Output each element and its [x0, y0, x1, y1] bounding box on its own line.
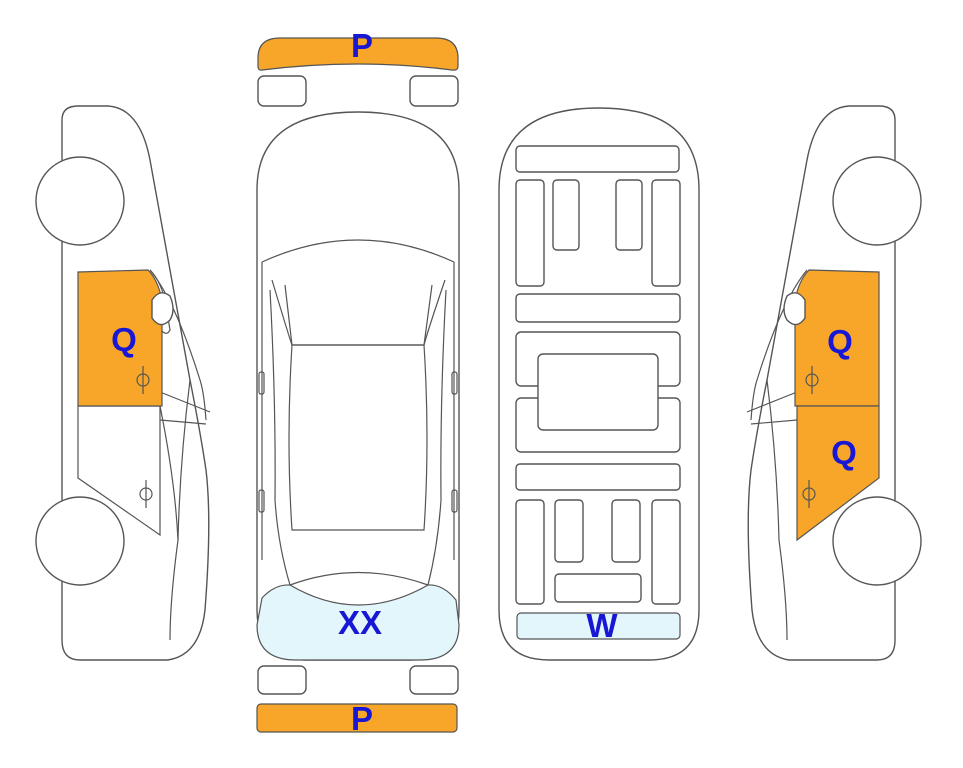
left-front-door-code: Q [111, 321, 137, 358]
front-right-light[interactable] [409, 75, 459, 107]
left-front-door[interactable] [77, 269, 163, 407]
right-front-door[interactable] [794, 269, 880, 407]
rear-bumper-group[interactable]: P [256, 700, 458, 737]
left-front-wheel[interactable] [35, 156, 125, 246]
underside-view: W [498, 107, 700, 661]
rear-bumper-part[interactable] [256, 703, 458, 733]
right-front-door-code: Q [827, 323, 853, 360]
top-view-body[interactable] [256, 111, 460, 661]
rear-bumper-code: P [351, 700, 373, 737]
rear-left-light[interactable] [257, 665, 307, 695]
right-side-view: Q Q [746, 105, 922, 661]
left-rear-wheel[interactable] [35, 496, 125, 586]
roof-panel [288, 344, 428, 531]
right-rear-door[interactable] [796, 405, 880, 542]
right-rear-door-code: Q [831, 434, 857, 471]
rear-window-glass[interactable] [516, 612, 681, 640]
right-rear-wheel[interactable] [832, 496, 922, 586]
rear-window-code: W [586, 607, 618, 644]
front-bumper-group[interactable]: P [257, 27, 459, 71]
front-bumper-code: P [351, 27, 373, 64]
front-bumper-part[interactable] [257, 37, 459, 71]
front-left-light[interactable] [257, 75, 307, 107]
top-view-car: XX [256, 111, 460, 661]
left-side-view: Q [35, 105, 211, 661]
right-front-wheel[interactable] [832, 156, 922, 246]
windshield-code: XX [338, 604, 382, 641]
rear-right-light[interactable] [409, 665, 459, 695]
